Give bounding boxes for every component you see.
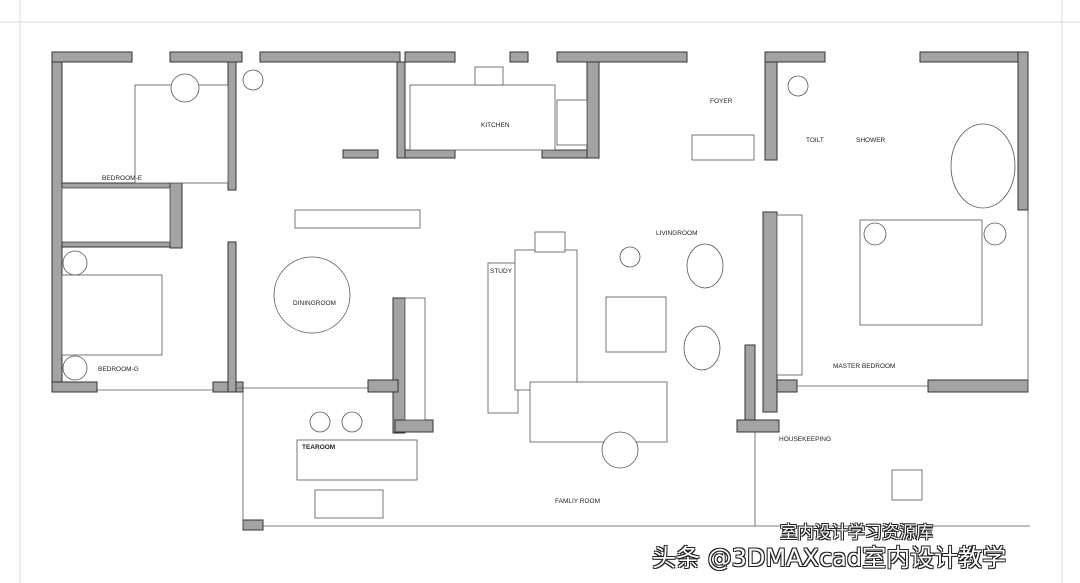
boundary-lines [97,210,1030,528]
label-housekeeping: HOUSEKEEPING [779,436,831,443]
label-foyer: FOYER [710,98,733,105]
label-living: LIVINGROOM [656,230,698,237]
label-bedroom-e: BEDROOM-E [102,175,143,182]
label-shower: SHOWER [856,137,886,144]
label-dining: DININGROOM [293,300,336,307]
walls [51,51,1029,531]
label-bedroom-g: BEDROOM-G [98,366,139,373]
watermark-small: 室内设计学习资源库 [780,523,933,543]
label-toilet: TOILT [806,137,824,144]
label-family: FAMLIY ROOM [555,498,600,505]
watermark-main: 头条 @3DMAXcad室内设计教学 [652,544,1007,572]
label-study: STUDY [490,268,513,275]
label-kitchen: KITCHEN [481,122,510,129]
room-labels: BEDROOM-E BEDROOM-G DININGROOM KITCHEN F… [98,98,895,505]
furniture [61,66,1016,519]
label-master: MASTER BEDROOM [833,363,895,370]
label-tearoom: TEAROOM [302,444,335,451]
